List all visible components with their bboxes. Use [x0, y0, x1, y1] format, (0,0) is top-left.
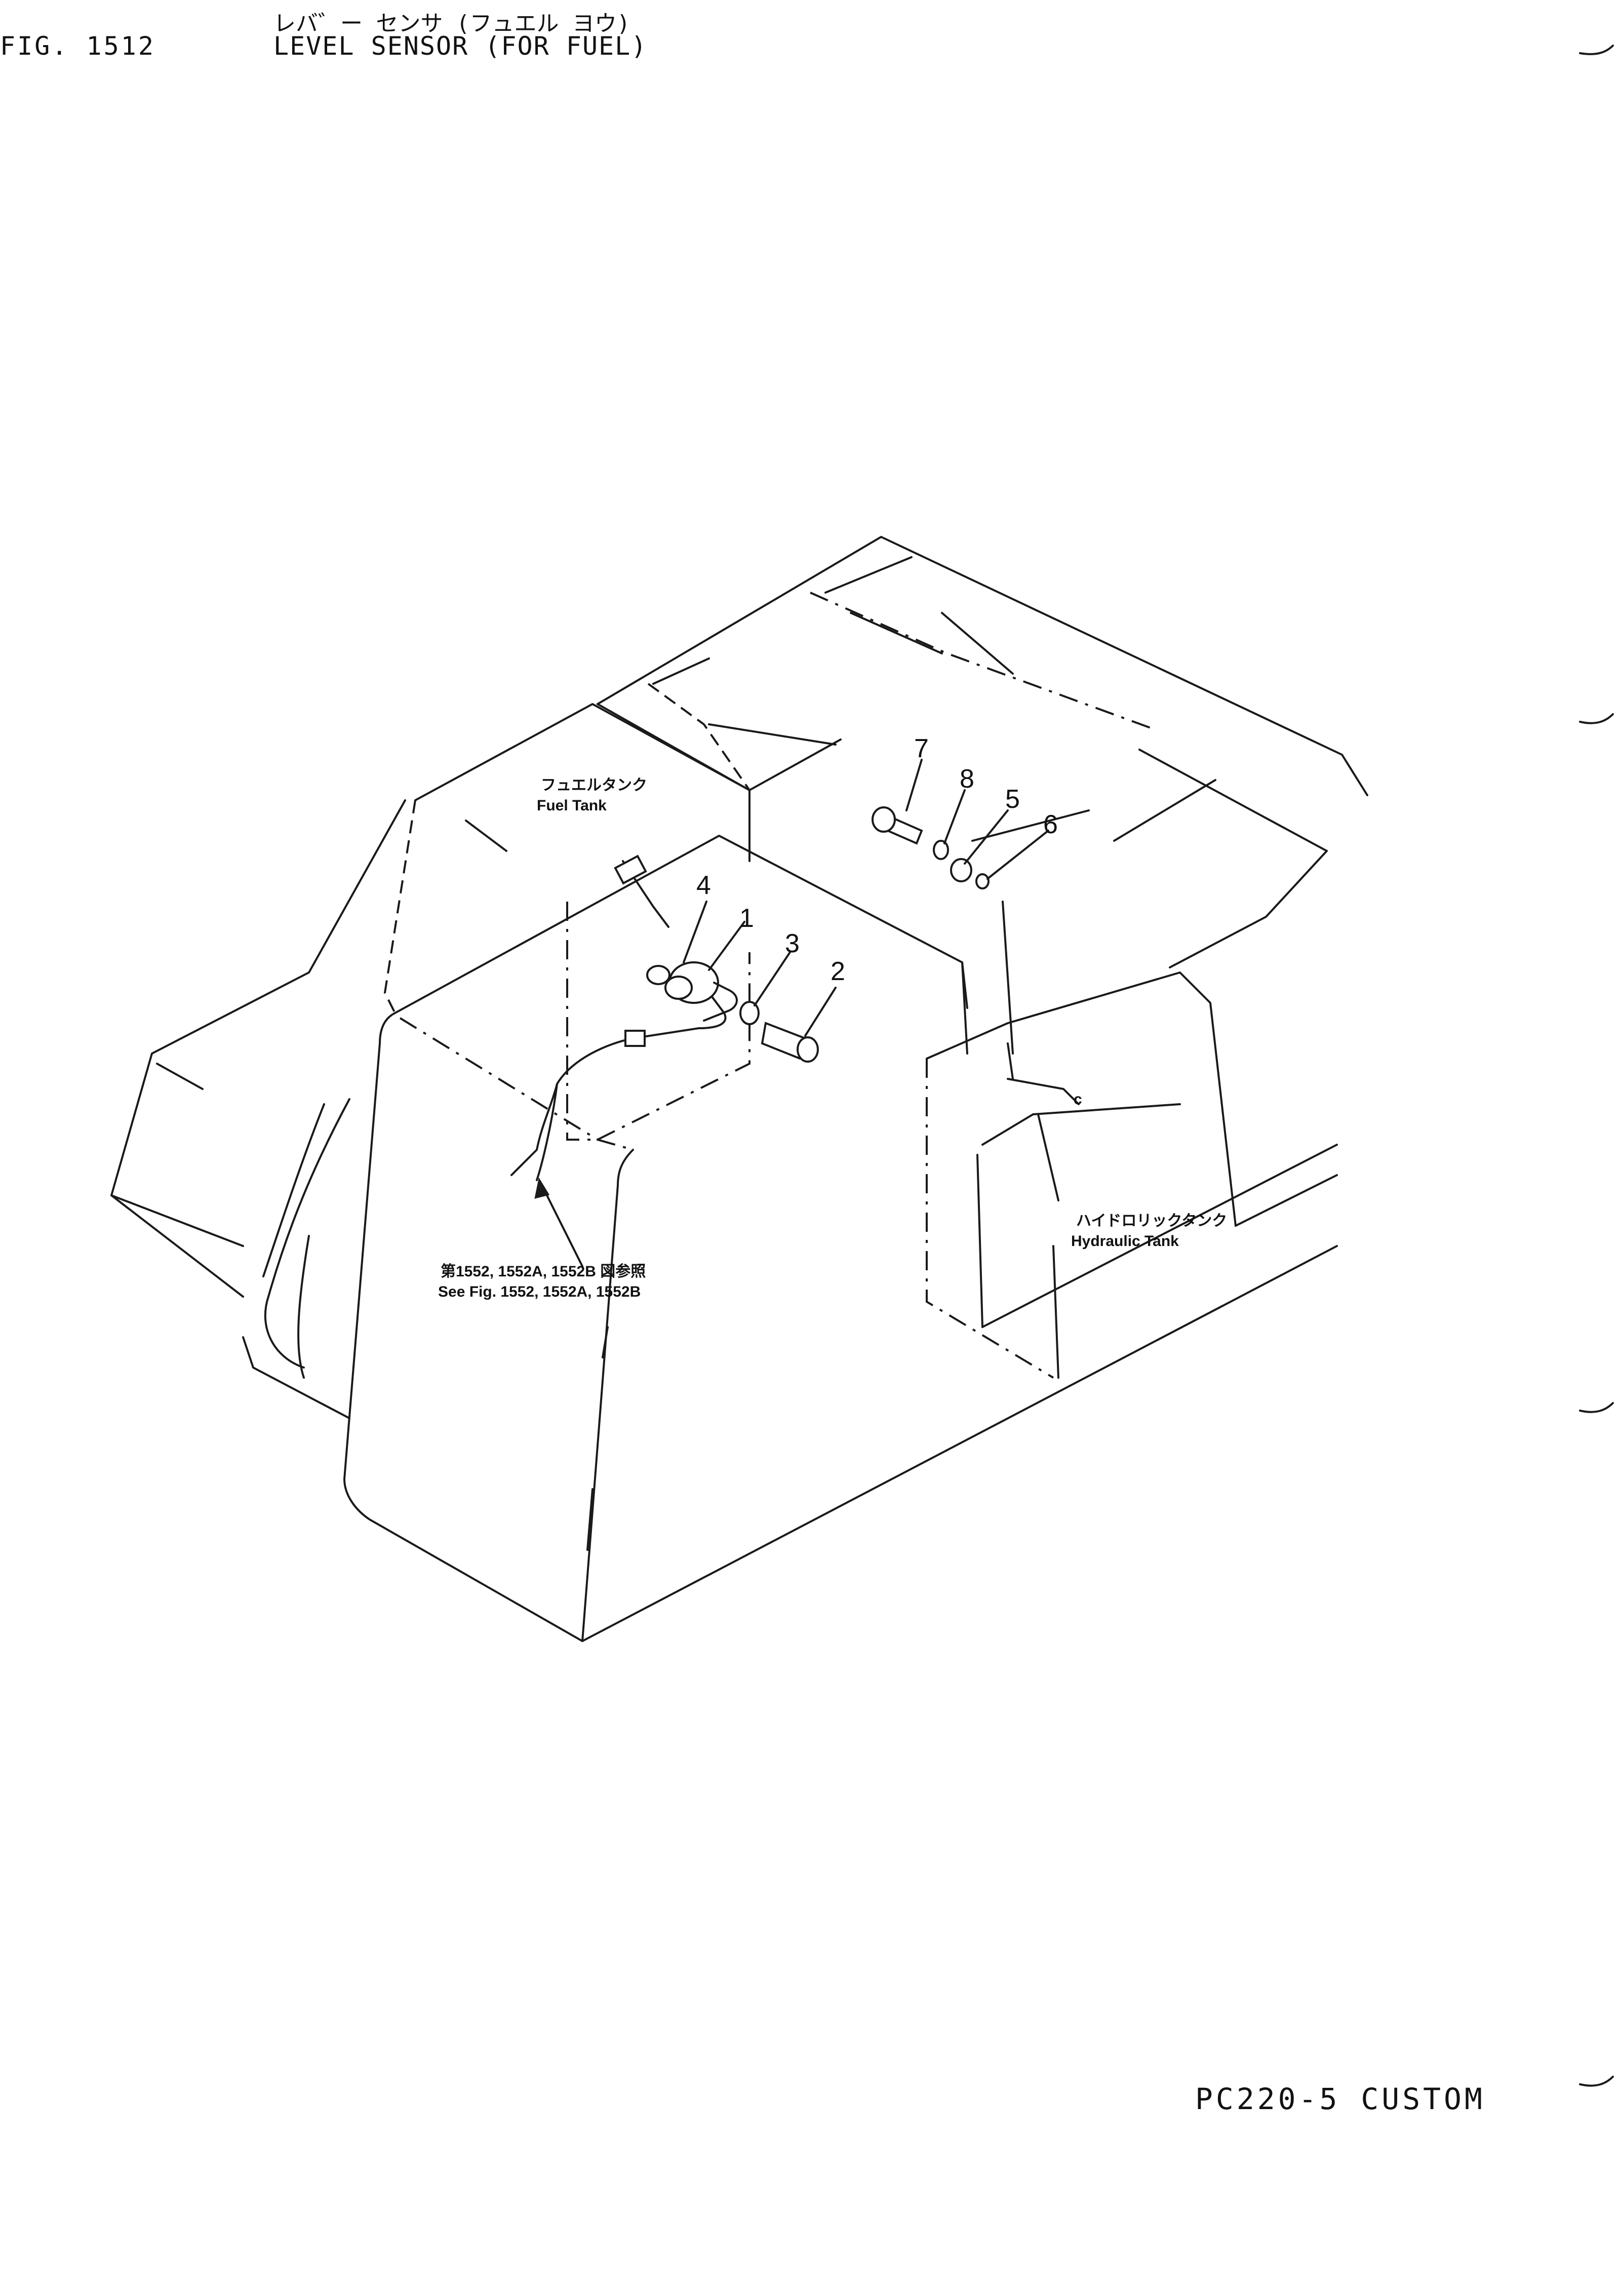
hydraulic-tank-label-en: Hydraulic Tank — [1071, 1233, 1179, 1250]
part-number-7: 7 — [914, 734, 929, 763]
left-frame-outline — [110, 799, 406, 1419]
margin-marks — [1579, 45, 1614, 2087]
fuel-tank-label-jp: フュエルタンク — [541, 777, 647, 794]
fuel-tank-label-en: Fuel Tank — [537, 797, 607, 814]
part-number-5: 5 — [1005, 785, 1020, 814]
part-number-6: 6 — [1043, 810, 1058, 839]
figure-title: LEVEL SENSOR (FOR FUEL) — [273, 31, 648, 61]
leader-lines — [534, 759, 1049, 1267]
callout-texts: フュエルタンク Fuel Tank ハイドロリックタンク Hydraulic T… — [438, 777, 1227, 1300]
svg-text:c: c — [1074, 1091, 1082, 1108]
part-number-2: 2 — [831, 957, 845, 986]
part-number-3: 3 — [785, 929, 800, 958]
part-number-8: 8 — [960, 764, 974, 794]
fuel-tank-upper-outline — [383, 703, 750, 1141]
part-number-4: 4 — [696, 871, 711, 900]
model-designation: PC220-5 CUSTOM — [1195, 2082, 1485, 2116]
fuel-tank-body — [343, 835, 1338, 1642]
hydraulic-tank-label-jp: ハイドロリックタンク — [1076, 1213, 1227, 1229]
kana-title: レバ゛ー センサ (フュエル ヨウ) — [273, 11, 630, 36]
figure-number: FIG. 1512 — [0, 31, 155, 61]
hydraulic-tank-body: c — [926, 901, 1338, 1379]
bolt-washer-group — [872, 806, 990, 889]
sensor-wire-harness — [510, 854, 727, 1181]
upper-frame-outline — [597, 536, 1368, 968]
reference-note-en: See Fig. 1552, 1552A, 1552B — [438, 1283, 641, 1300]
part-number-1: 1 — [739, 904, 754, 933]
level-sensor-assembly — [646, 961, 819, 1063]
reference-note-jp: 第1552, 1552A, 1552B 図参照 — [441, 1263, 646, 1280]
part-number-labels: 1 2 3 4 5 6 7 8 — [696, 734, 1058, 986]
